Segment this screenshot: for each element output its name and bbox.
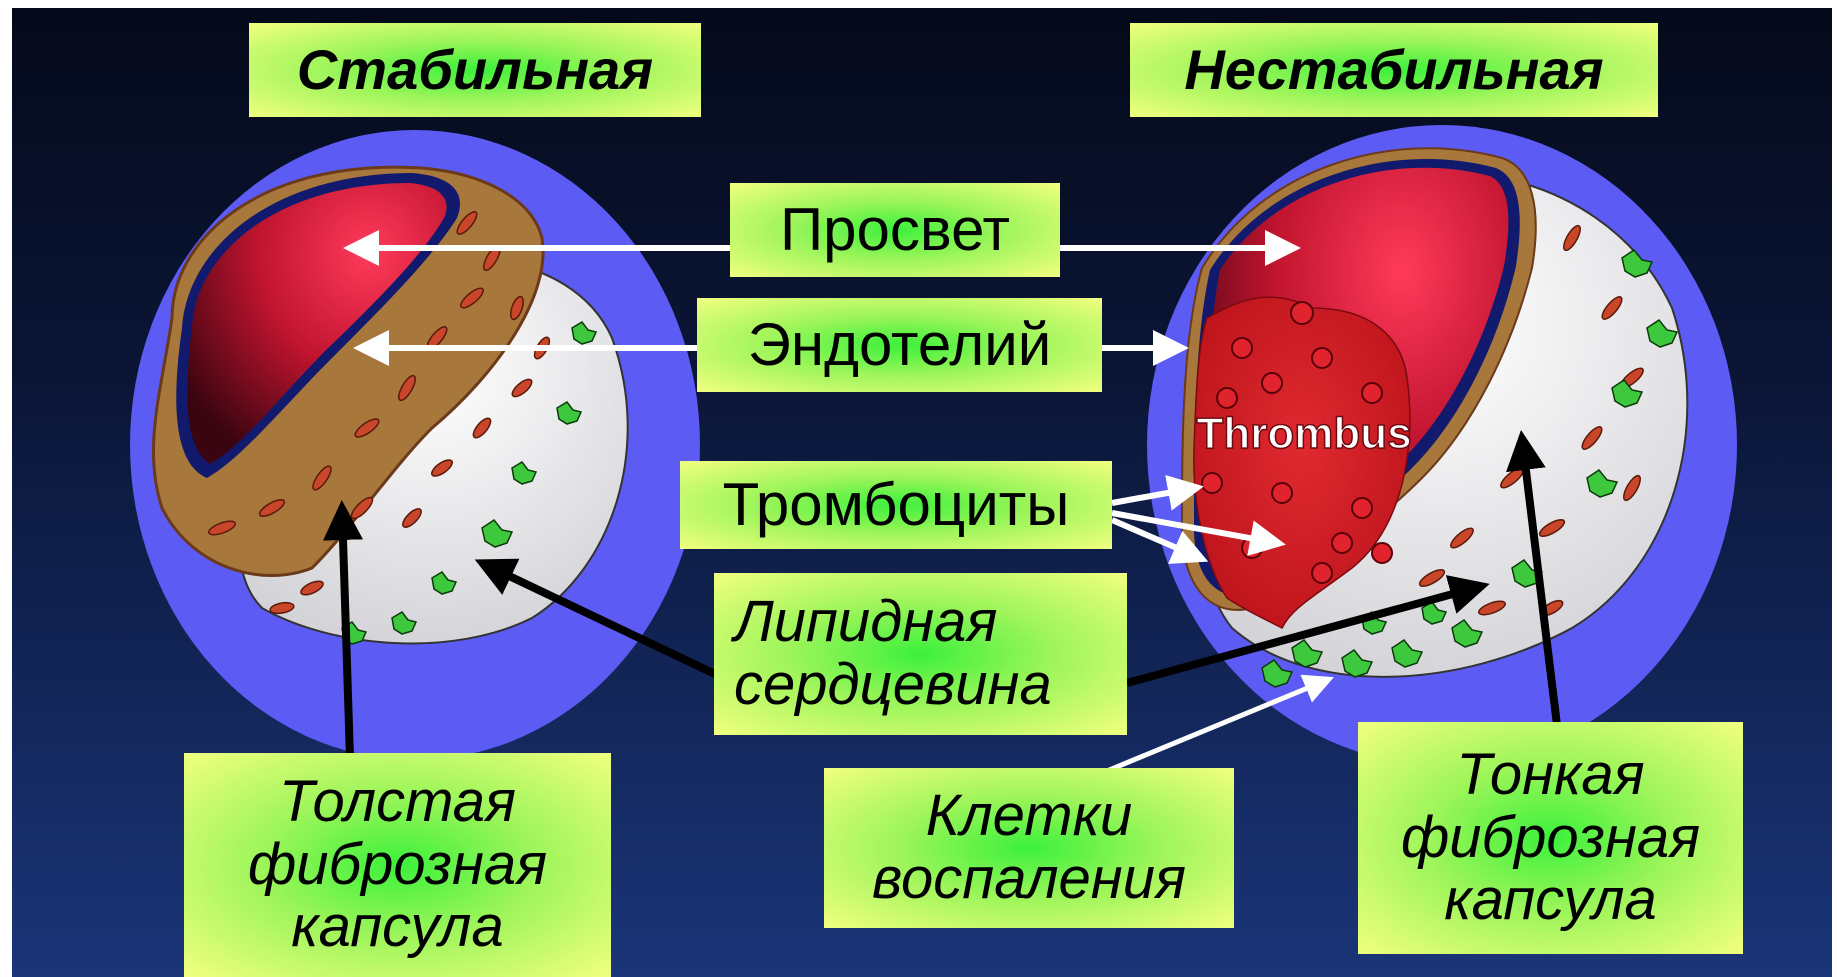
platelets-label-box: Тромбоциты bbox=[680, 461, 1112, 549]
unstable-title-box: Нестабильная bbox=[1130, 23, 1658, 117]
platelets-label: Тромбоциты bbox=[723, 473, 1070, 538]
thin-cap-label: Тонкая фиброзная капсула bbox=[1401, 744, 1700, 932]
arrow-inflammatory bbox=[1102, 680, 1327, 773]
inflammatory-cells-label: Клетки воспаления bbox=[872, 785, 1186, 910]
endothelium-label-box: Эндотелий bbox=[697, 298, 1102, 392]
thick-cap-label-box: Толстая фиброзная капсула bbox=[184, 753, 611, 977]
unstable-title: Нестабильная bbox=[1184, 40, 1603, 100]
thrombus-label: Thrombus bbox=[1196, 409, 1411, 458]
slide-background: Thrombus Стабильная Нестабильная Просвет… bbox=[12, 8, 1832, 977]
lipid-core-label-box: Липидная сердцевина bbox=[714, 573, 1127, 735]
thin-cap-label-box: Тонкая фиброзная капсула bbox=[1358, 722, 1743, 954]
endothelium-label: Эндотелий bbox=[748, 313, 1052, 378]
lumen-label-box: Просвет bbox=[730, 183, 1060, 277]
lumen-label: Просвет bbox=[780, 198, 1010, 263]
lipid-core-label: Липидная сердцевина bbox=[734, 591, 1052, 716]
inflammatory-cells-label-box: Клетки воспаления bbox=[824, 768, 1234, 928]
thick-cap-label: Толстая фиброзная капсула bbox=[248, 771, 547, 959]
stable-plaque bbox=[130, 130, 700, 760]
stable-title-box: Стабильная bbox=[249, 23, 701, 117]
unstable-plaque: Thrombus bbox=[1147, 125, 1737, 765]
stable-title: Стабильная bbox=[297, 40, 653, 100]
